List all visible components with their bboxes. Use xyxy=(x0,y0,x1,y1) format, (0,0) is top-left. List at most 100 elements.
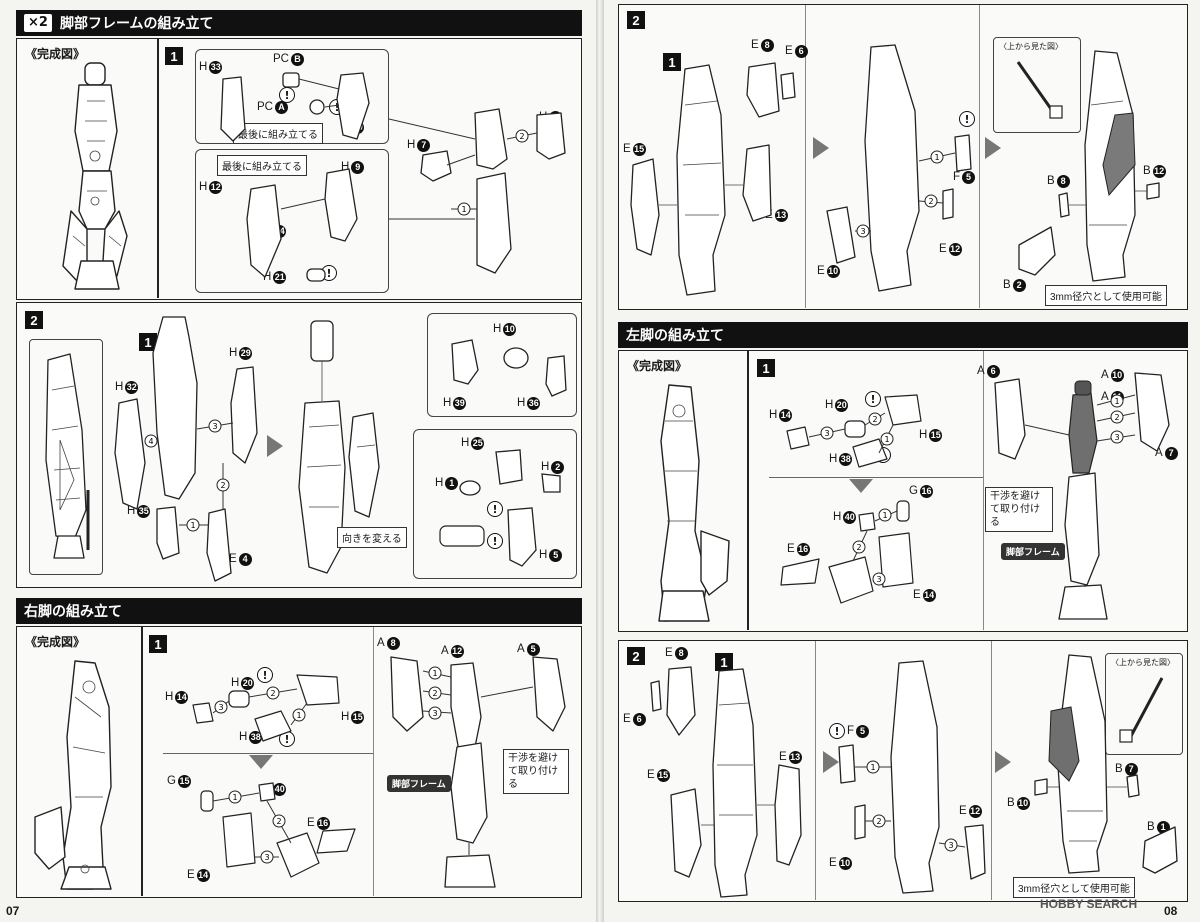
next-arrow xyxy=(823,751,839,773)
multiplier-badge: ×2 xyxy=(24,14,52,32)
note-3mm-hole: 3mm径穴として使用可能 xyxy=(1013,877,1135,898)
leg-with-stand-drawing xyxy=(1015,45,1175,285)
svg-text:2: 2 xyxy=(220,481,225,490)
step-number: 1 xyxy=(149,635,167,653)
left-leg-header: 左脚の組み立て xyxy=(618,322,1188,348)
svg-text:1: 1 xyxy=(882,511,887,520)
note-avoid-interference: 干渉を避けて取り付ける xyxy=(985,487,1053,532)
next-arrow xyxy=(267,435,283,457)
upper-leg-armor-drawing xyxy=(629,55,805,305)
right-leg-header: 右脚の組み立て xyxy=(16,598,582,624)
step-ref-number: 1 xyxy=(715,653,733,671)
top-view-box xyxy=(1105,653,1183,755)
svg-text:3: 3 xyxy=(432,709,437,718)
upper-step2-panel: 2 1 E8 E6 E15 E13 F5 xyxy=(618,4,1188,310)
svg-text:3: 3 xyxy=(1114,433,1119,442)
section-title: 脚部フレームの組み立て xyxy=(59,16,214,32)
section-title: 左脚の組み立て xyxy=(626,328,724,344)
note-change-direction: 向きを変える xyxy=(337,527,407,548)
down-arrow xyxy=(249,755,273,769)
svg-text:3: 3 xyxy=(824,429,829,438)
side-view-box xyxy=(29,339,103,575)
svg-text:1: 1 xyxy=(934,153,939,162)
subassembly-box-lower xyxy=(195,149,389,293)
page-number-right: 08 xyxy=(1164,904,1178,918)
caution-mark: ! xyxy=(959,111,975,127)
subassembly-box-hip xyxy=(427,313,577,417)
note-avoid-interference: 干渉を避けて取り付ける xyxy=(503,749,569,794)
svg-text:2: 2 xyxy=(928,197,933,206)
subassembly-box-knee xyxy=(413,429,577,579)
leg-armor-assembly-drawing: 1 2 3 xyxy=(819,41,975,303)
svg-text:1: 1 xyxy=(461,205,466,214)
svg-text:1: 1 xyxy=(432,669,437,678)
svg-text:3: 3 xyxy=(860,227,865,236)
svg-text:3: 3 xyxy=(876,575,881,584)
caution-mark: ! xyxy=(257,667,273,683)
svg-text:1: 1 xyxy=(296,711,301,720)
completed-left-leg-drawing xyxy=(635,381,735,625)
step-number: 2 xyxy=(25,311,43,329)
step-ref-number: 1 xyxy=(663,53,681,71)
page-number-left: 07 xyxy=(6,904,20,918)
next-arrow xyxy=(995,751,1011,773)
section-title: 右脚の組み立て xyxy=(24,604,122,620)
svg-text:1: 1 xyxy=(232,793,237,802)
caution-mark: ! xyxy=(865,391,881,407)
svg-text:2: 2 xyxy=(519,132,524,141)
svg-text:2: 2 xyxy=(1114,413,1119,422)
svg-text:2: 2 xyxy=(876,817,881,826)
svg-text:2: 2 xyxy=(856,543,861,552)
leg-frame-tag: 脚部フレーム xyxy=(387,775,451,792)
lower-leg-with-stand-drawing xyxy=(1015,651,1185,877)
completed-label: 《完成図》 xyxy=(25,635,86,649)
completed-right-leg-drawing xyxy=(31,657,131,893)
completed-leg-frame-drawing xyxy=(57,61,137,297)
caution-mark: ! xyxy=(487,533,503,549)
left-leg-step1-panel: 《完成図》 1 H14 H20 H15 H38 ! ! G xyxy=(618,350,1188,632)
svg-text:3: 3 xyxy=(212,422,217,431)
leg-frame-tag: 脚部フレーム xyxy=(1001,543,1065,560)
